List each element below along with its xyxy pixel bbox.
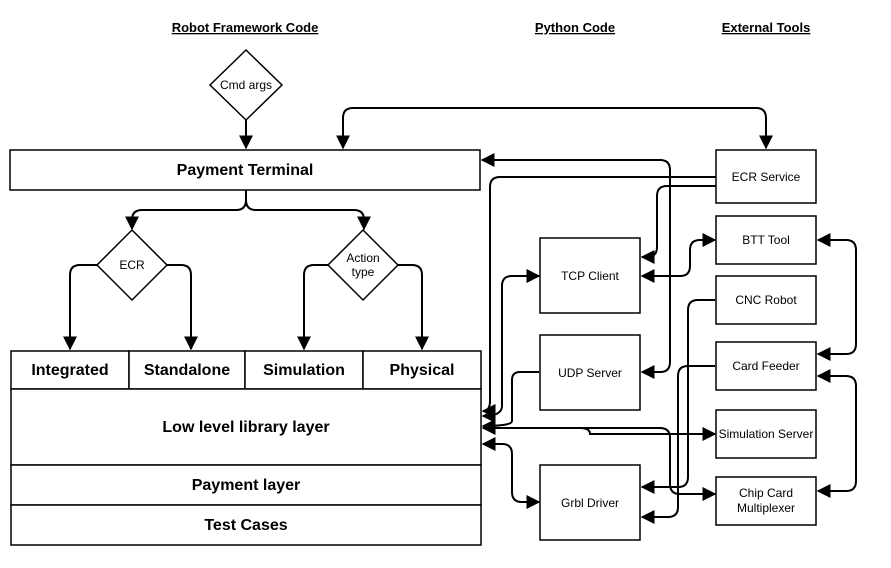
cmd-args-decision: Cmd args — [208, 48, 284, 122]
btt-tool-box: BTT Tool — [715, 215, 817, 265]
edges — [63, 107, 857, 524]
edge-tcp-btt — [640, 233, 717, 283]
simulation-server-box: Simulation Server — [715, 409, 817, 459]
udp-server-label: UDP Server — [558, 366, 622, 380]
header-python-code: Python Code — [535, 20, 615, 35]
tcp-client-label: TCP Client — [561, 269, 619, 283]
action-type-label-line2: type — [352, 265, 375, 279]
action-type-decision: Action type — [326, 228, 400, 302]
grbl-driver-box: Grbl Driver — [539, 464, 641, 541]
chip-card-label-line1: Chip Card — [739, 486, 793, 500]
card-feeder-label: Card Feeder — [732, 359, 799, 373]
edge-terminal-to-ecr — [125, 190, 247, 231]
robot-stack — [10, 350, 482, 546]
edge-btt-feeder — [816, 233, 857, 361]
simulation-box — [244, 350, 364, 390]
edge-low-level-grbl — [481, 437, 541, 509]
edge-action-to-physical — [398, 264, 429, 351]
edge-ecr-to-standalone — [166, 264, 198, 351]
tcp-client-box: TCP Client — [539, 237, 641, 314]
cnc-robot-label: CNC Robot — [735, 293, 797, 307]
ecr-decision: ECR — [95, 228, 169, 302]
udp-server-box: UDP Server — [539, 334, 641, 411]
edge-terminal-to-action — [245, 199, 371, 231]
grbl-driver-label: Grbl Driver — [561, 496, 619, 510]
edge-feeder-chip — [816, 369, 857, 498]
header-external-tools: External Tools — [722, 20, 811, 35]
header-robot-framework: Robot Framework Code — [172, 20, 319, 35]
simulation-server-label: Simulation Server — [719, 427, 814, 441]
edge-udp-low-level — [481, 371, 539, 433]
ecr-label: ECR — [119, 258, 145, 272]
ecr-service-label: ECR Service — [732, 170, 801, 184]
integrated-label: Integrated — [31, 362, 108, 379]
low-level-label: Low level library layer — [162, 419, 329, 436]
payment-layer-label: Payment layer — [192, 477, 301, 494]
standalone-box — [128, 350, 246, 390]
edge-low-level-chip — [483, 427, 717, 501]
low-level-box — [10, 388, 482, 466]
cmd-args-label: Cmd args — [220, 78, 272, 92]
cnc-robot-box: CNC Robot — [715, 275, 817, 325]
simulation-label: Simulation — [263, 362, 345, 379]
edge-action-to-simulation — [297, 264, 329, 351]
card-feeder-box: Card Feeder — [715, 341, 817, 391]
chip-card-label-line2: Multiplexer — [737, 501, 795, 515]
payment-terminal-label: Payment Terminal — [177, 162, 314, 179]
chip-card-multiplexer-box: Chip Card Multiplexer — [715, 476, 817, 526]
action-type-label-line1: Action — [346, 251, 379, 265]
test-cases-box — [10, 504, 482, 546]
edge-feeder-grbl — [640, 365, 715, 524]
edge-ecr-service-terminal — [336, 107, 773, 150]
standalone-label: Standalone — [144, 362, 230, 379]
edge-ecr-service-tcp — [640, 185, 716, 264]
edge-ecr-to-integrated — [63, 264, 98, 351]
edge-cnc-grbl — [640, 299, 715, 494]
payment-layer-box — [10, 464, 482, 506]
btt-tool-label: BTT Tool — [742, 233, 790, 247]
integrated-box — [10, 350, 130, 390]
physical-label: Physical — [390, 362, 455, 379]
payment-terminal-box: Payment Terminal — [9, 149, 481, 191]
ecr-service-box: ECR Service — [715, 149, 817, 204]
edge-tcp-low-level — [481, 269, 541, 423]
test-cases-label: Test Cases — [204, 517, 287, 534]
